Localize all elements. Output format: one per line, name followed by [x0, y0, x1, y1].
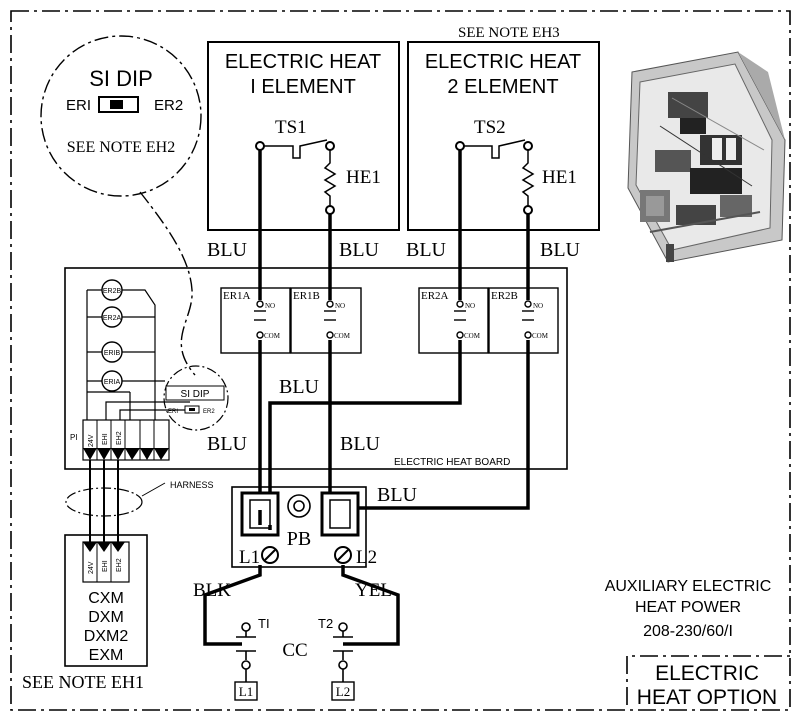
- contactor-t2: T2: [318, 616, 333, 631]
- option-title-block: ELECTRIC HEAT OPTION: [626, 655, 790, 709]
- heater-2-switch-label: TS2: [474, 117, 506, 138]
- svg-text:PI: PI: [70, 433, 78, 442]
- controller-box: 24V EHI EH2 CXM DXM DXM2 EXM: [64, 534, 148, 667]
- dip-left-label: ERI: [66, 97, 91, 114]
- relay-com-label: COM: [334, 332, 351, 340]
- dip-detail-callout: SI DIP ERI ER2 SEE NOTE EH2: [40, 35, 202, 197]
- power-info-line3: 208-230/60/I: [643, 623, 733, 640]
- thermal-switch-2: [464, 139, 526, 159]
- controller-model-1: CXM: [88, 590, 124, 607]
- controller-model-4: EXM: [89, 647, 124, 664]
- svg-text:24V: 24V: [88, 561, 95, 574]
- power-info-line1: AUXILIARY ELECTRIC: [605, 578, 772, 595]
- power-block-label: PB: [287, 528, 311, 550]
- wire-label-blk: BLK: [193, 580, 231, 601]
- thermal-switch-1: [264, 139, 328, 159]
- contactor-label: CC: [282, 640, 307, 661]
- svg-text:ERIB: ERIB: [104, 350, 121, 357]
- coil-ladder: [86, 289, 190, 420]
- harness-label: HARNESS: [170, 480, 214, 490]
- relay-label: ER1A: [223, 290, 251, 302]
- harness: HARNESS: [65, 460, 214, 545]
- heater-2-subtitle: 2 ELEMENT: [447, 76, 558, 98]
- coil-er1b: ERIB: [101, 341, 123, 363]
- coil-er2a: ER2A: [101, 306, 123, 328]
- heater-2-element-label: HE1: [542, 167, 577, 188]
- wire-label-yel: YEL: [355, 580, 392, 601]
- wire-label-blu-5: BLU: [279, 376, 320, 398]
- svg-text:ERI: ERI: [168, 409, 178, 415]
- heater-1-switch-label: TS1: [275, 117, 307, 138]
- relay-label: ER2A: [421, 290, 449, 302]
- svg-text:SI DIP: SI DIP: [181, 389, 210, 400]
- option-title-line1: ELECTRIC: [655, 662, 759, 685]
- svg-text:ER2A: ER2A: [103, 315, 122, 322]
- heater-2-title: ELECTRIC HEAT: [425, 51, 581, 73]
- svg-text:ERIA: ERIA: [104, 379, 121, 386]
- note-eh1: SEE NOTE EH1: [22, 672, 144, 692]
- heater-box-1: ELECTRIC HEAT I ELEMENT TS1 HE1: [207, 41, 400, 231]
- relay-er2b: ER2B NO COM: [488, 287, 559, 354]
- diagram-border: [10, 10, 791, 711]
- svg-text:EH2: EH2: [116, 558, 123, 572]
- relay-er2a: ER2A NO COM: [418, 287, 489, 354]
- svg-text:EHI: EHI: [102, 433, 109, 445]
- relay-label: ER1B: [293, 290, 320, 302]
- controller-model-2: DXM: [88, 609, 124, 626]
- dip-title: SI DIP: [89, 66, 153, 91]
- svg-text:EH2: EH2: [116, 431, 123, 445]
- dip-switch-toggle: [110, 100, 123, 109]
- pb-wires: [258, 510, 272, 530]
- coil-er2b: ER2B: [101, 279, 123, 301]
- heater-1-subtitle: I ELEMENT: [250, 76, 356, 98]
- svg-text:ER2B: ER2B: [103, 288, 122, 295]
- power-block: PB L1 L2: [231, 486, 377, 568]
- power-info-line2: HEAT POWER: [635, 599, 741, 616]
- wire-label-blu-8: BLU: [377, 484, 418, 506]
- power-block-l1: L1: [239, 547, 260, 568]
- wire-label-blu-6: BLU: [207, 433, 248, 455]
- relay-no-label: NO: [265, 302, 275, 310]
- svg-text:ER2: ER2: [203, 409, 215, 415]
- electric-heat-board: [64, 267, 568, 470]
- heater-element-2: [521, 150, 535, 206]
- relay-com-label: COM: [532, 332, 549, 340]
- svg-text:24V: 24V: [88, 434, 95, 447]
- board-label: ELECTRIC HEAT BOARD: [394, 457, 510, 468]
- contactor-t1: TI: [258, 616, 270, 631]
- note-eh2: SEE NOTE EH2: [67, 139, 175, 156]
- wire-label-blu-4: BLU: [540, 239, 581, 261]
- board-connector-p1: PI 24V EHI EH2: [70, 419, 170, 461]
- relay-er1a: ER1A NO COM: [220, 287, 291, 354]
- heater-1-element-label: HE1: [346, 167, 381, 188]
- heater-element-1: [323, 150, 337, 206]
- relay-no-label: NO: [465, 302, 475, 310]
- relay-com-label: COM: [264, 332, 281, 340]
- heater-1-title: ELECTRIC HEAT: [225, 51, 381, 73]
- relay-label: ER2B: [491, 290, 518, 302]
- power-block-l2: L2: [356, 547, 377, 568]
- control-box-photo: [627, 51, 786, 263]
- controller-model-3: DXM2: [84, 628, 129, 645]
- dip-leader-line: [139, 191, 196, 376]
- heater-box-2: ELECTRIC HEAT 2 ELEMENT TS2 HE1: [407, 41, 600, 231]
- wire-label-blu-1: BLU: [207, 239, 248, 261]
- option-title-line2: HEAT OPTION: [637, 686, 777, 709]
- relay-com-label: COM: [464, 332, 481, 340]
- contactor: BLK YEL TI T2 CC L1 L2: [193, 565, 400, 701]
- svg-text:EHI: EHI: [102, 560, 109, 572]
- wire-label-blu-3: BLU: [406, 239, 447, 261]
- relay-no-label: NO: [335, 302, 345, 310]
- relay-group: ER1A NO COM ER1B NO COM ER2A NO COM ER2B NO COM: [220, 287, 559, 354]
- note-eh3: SEE NOTE EH3: [458, 25, 560, 41]
- contactor-l1: L1: [239, 684, 253, 699]
- coil-er1a: ERIA: [101, 370, 123, 392]
- relay-er1b: ER1B NO COM: [290, 287, 362, 354]
- wire-label-blu-7: BLU: [340, 433, 381, 455]
- board-dip-callout: SI DIP ERI ER2: [163, 365, 229, 431]
- relay-no-label: NO: [533, 302, 543, 310]
- dip-right-label: ER2: [154, 97, 183, 114]
- wire-label-blu-2: BLU: [339, 239, 380, 261]
- contactor-l2: L2: [336, 684, 350, 699]
